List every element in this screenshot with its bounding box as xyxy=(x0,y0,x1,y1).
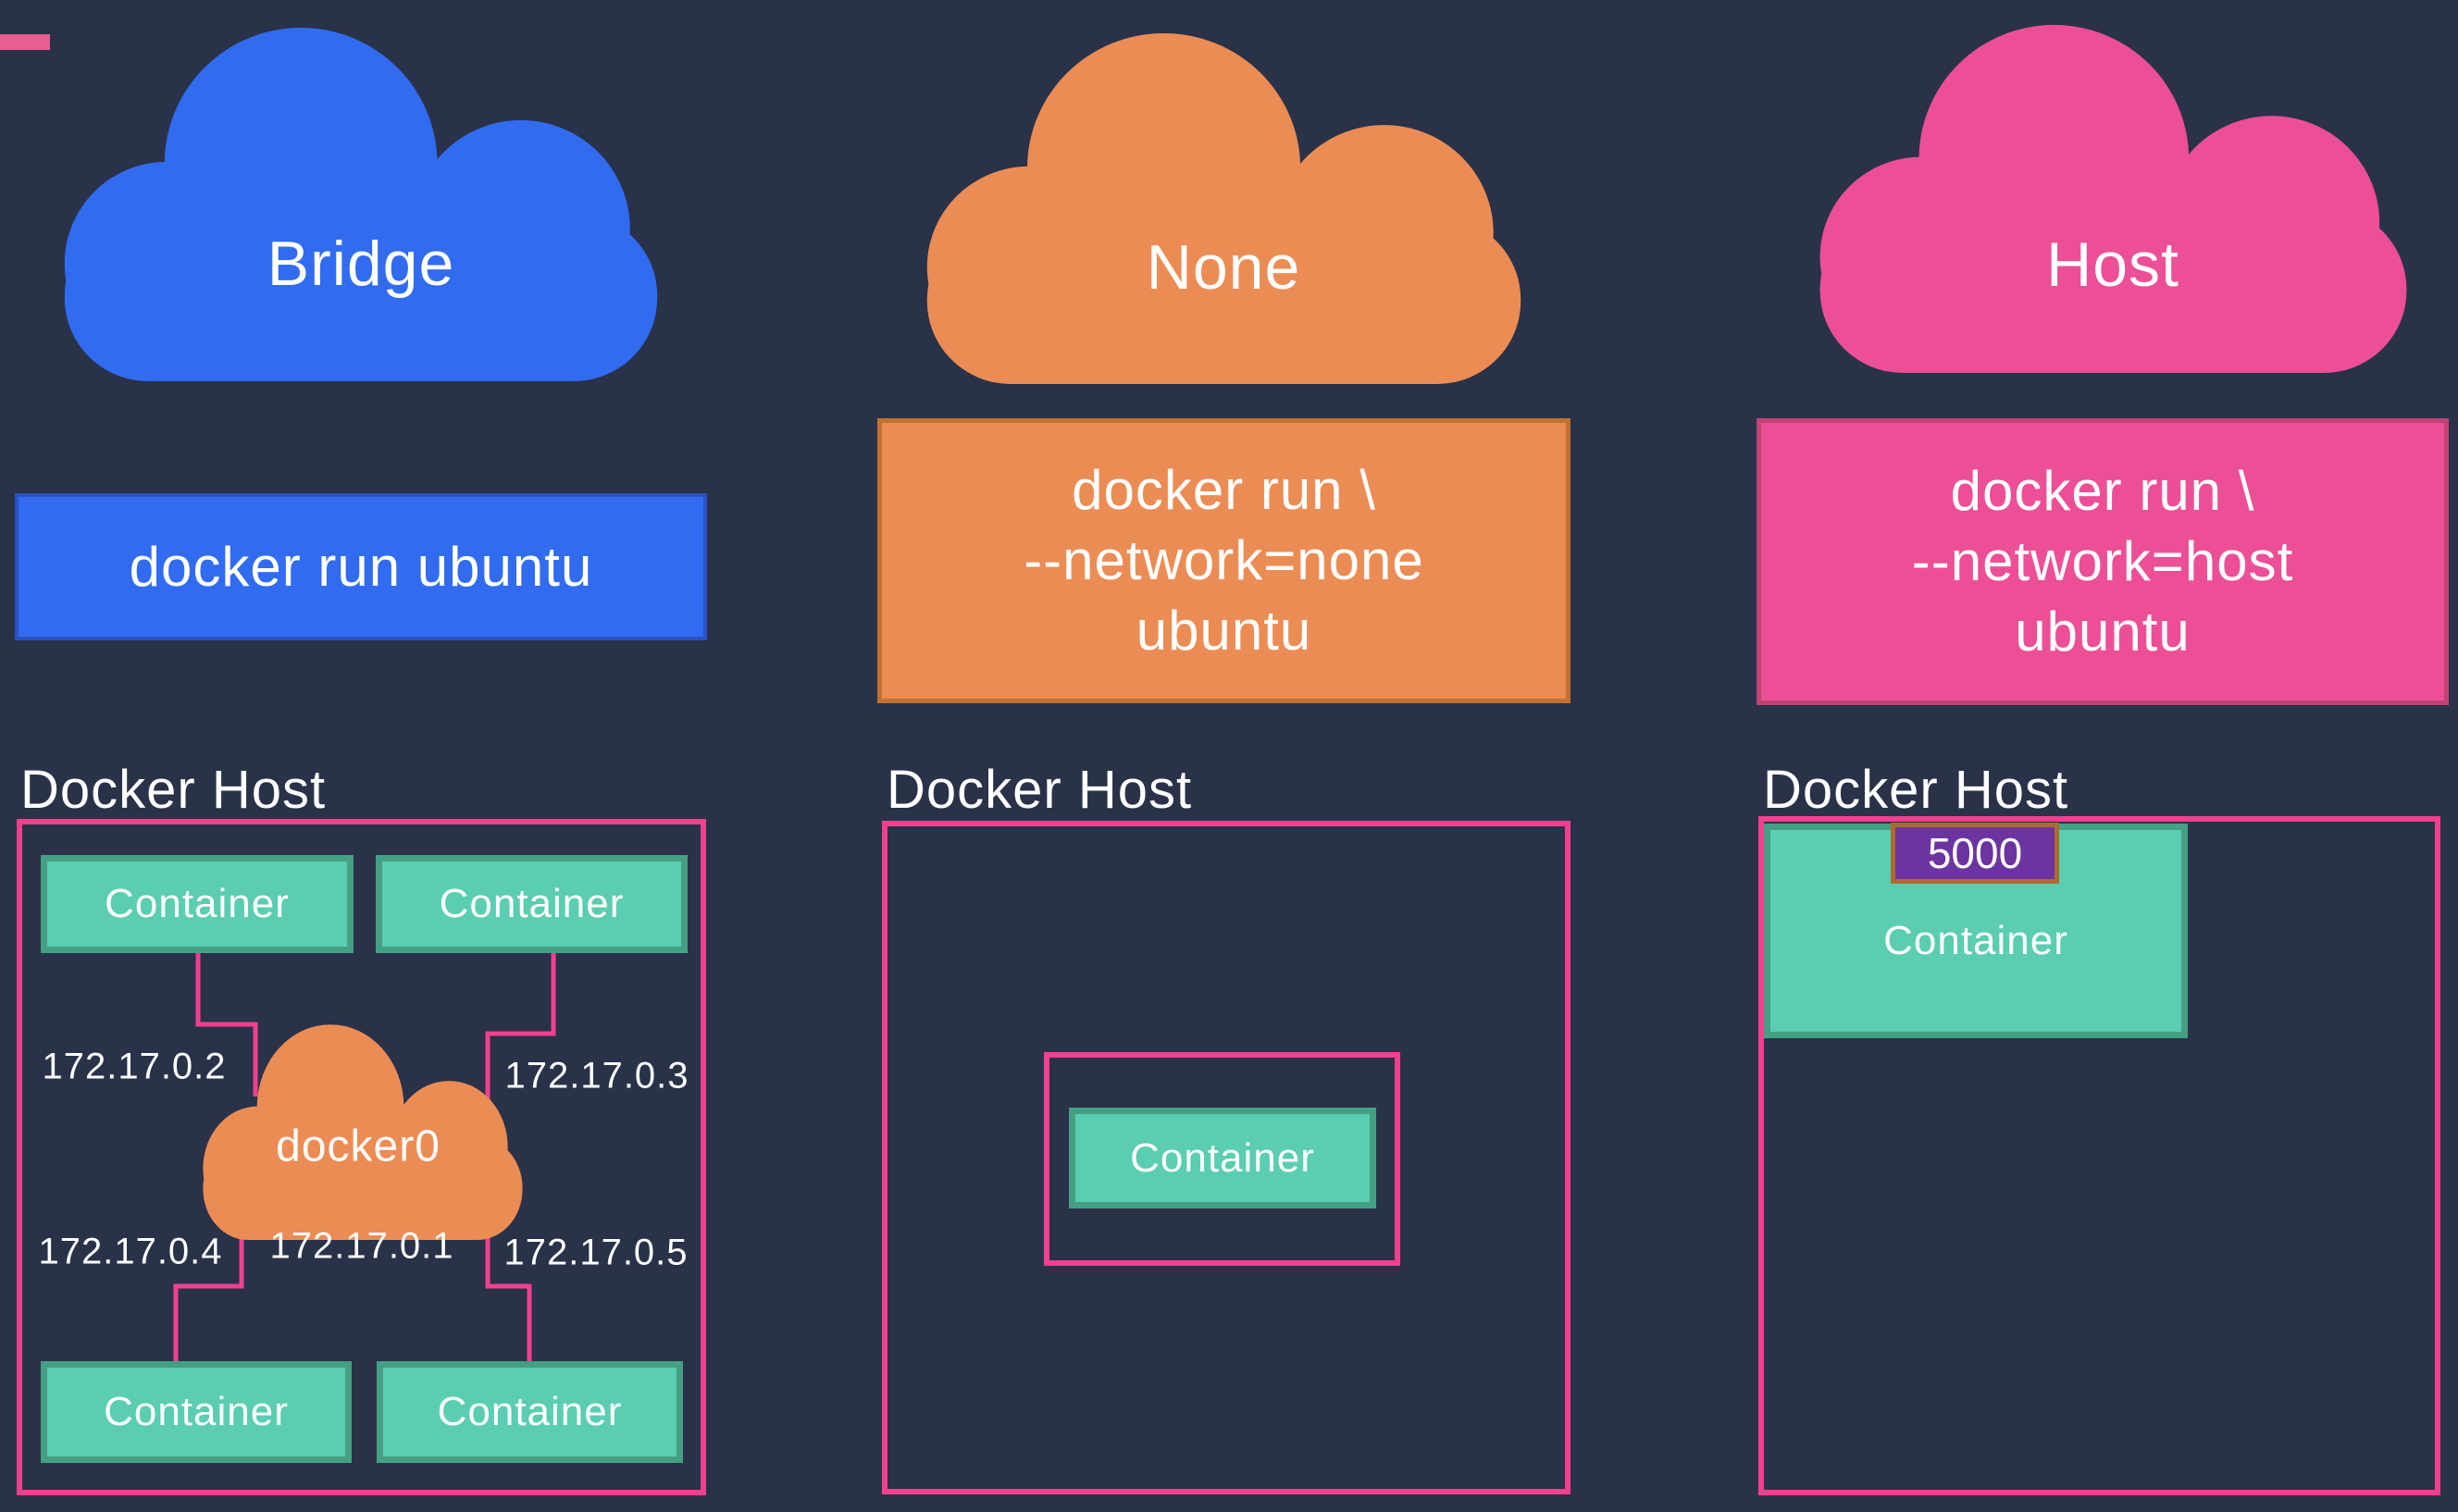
host-command-box: docker run \ --network=host ubuntu xyxy=(1757,418,2449,705)
none-docker-host-label: Docker Host xyxy=(887,760,1193,820)
ip-address-172-17-0-2: 172.17.0.2 xyxy=(42,1046,227,1087)
bridge-command-text: docker run ubuntu xyxy=(129,535,593,598)
host-command-line1: docker run \ xyxy=(1950,460,2255,522)
ip-address-172-17-0-1: 172.17.0.1 xyxy=(269,1225,454,1267)
bridge-cloud-icon xyxy=(64,27,658,381)
container-label: Container xyxy=(437,1389,623,1434)
bridge-cloud-label: Bridge xyxy=(267,229,455,299)
host-docker-host-label: Docker Host xyxy=(1763,760,2069,820)
none-cloud-label: None xyxy=(1146,232,1301,303)
host-port-badge: 5000 xyxy=(1891,823,2059,884)
bridge-container-bottom-left: Container xyxy=(41,1361,352,1463)
host-command-line2: --network=host xyxy=(1911,530,2294,592)
ip-address-172-17-0-4: 172.17.0.4 xyxy=(38,1231,223,1272)
none-cloud-icon xyxy=(926,32,1521,384)
ip-address-172-17-0-3: 172.17.0.3 xyxy=(504,1055,689,1097)
host-command-line3: ubuntu xyxy=(2015,601,2191,663)
port-number: 5000 xyxy=(1927,829,2023,877)
bridge-container-bottom-right: Container xyxy=(377,1361,683,1463)
none-docker-host-box xyxy=(882,821,1570,1494)
container-label: Container xyxy=(1130,1134,1315,1181)
none-command-line1: docker run \ xyxy=(1072,459,1376,521)
none-container: Container xyxy=(1069,1108,1376,1208)
bridge-docker-host-box xyxy=(17,819,706,1495)
bridge-docker-host-label: Docker Host xyxy=(20,760,327,820)
slide-accent-dash xyxy=(0,34,50,50)
bridge-container-top-left: Container xyxy=(41,855,354,953)
host-docker-host-box xyxy=(1758,816,2440,1495)
docker0-cloud-icon xyxy=(203,1024,523,1240)
none-command-line3: ubuntu xyxy=(1136,600,1312,662)
bridge-command-box: docker run ubuntu xyxy=(15,493,707,640)
none-isolated-network-box xyxy=(1044,1052,1400,1266)
ip-address-172-17-0-5: 172.17.0.5 xyxy=(503,1232,689,1273)
host-cloud-icon xyxy=(1819,24,2407,373)
host-cloud-label: Host xyxy=(2046,229,2179,300)
none-command-line2: --network=none xyxy=(1024,529,1424,591)
bridge-container-top-right: Container xyxy=(376,855,688,953)
none-command-box: docker run \ --network=none ubuntu xyxy=(877,418,1570,703)
container-label: Container xyxy=(104,1389,289,1434)
docker0-label: docker0 xyxy=(276,1122,441,1171)
container-label: Container xyxy=(1883,918,2068,963)
container-label: Container xyxy=(439,881,625,926)
container-label: Container xyxy=(105,881,290,926)
